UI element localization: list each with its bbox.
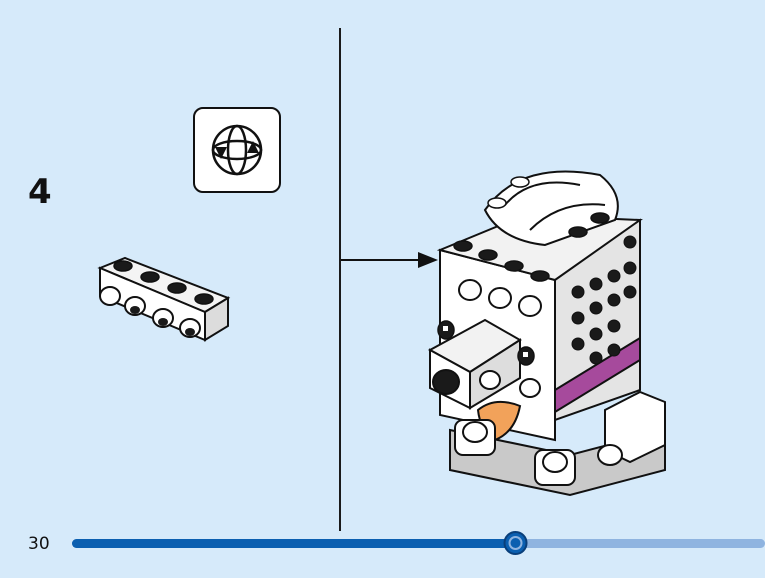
progress-marker-ring bbox=[508, 536, 523, 550]
progress-marker bbox=[503, 531, 528, 555]
progress-done bbox=[72, 539, 516, 548]
progress-bar bbox=[72, 531, 765, 555]
step-number: 4 bbox=[28, 172, 52, 212]
step-divider bbox=[339, 28, 341, 531]
model-assembly bbox=[427, 170, 666, 497]
rotate-model-icon bbox=[193, 107, 281, 193]
arrow-right-icon bbox=[341, 252, 438, 268]
brick-subassembly bbox=[97, 256, 231, 342]
page-number: 30 bbox=[28, 534, 50, 554]
